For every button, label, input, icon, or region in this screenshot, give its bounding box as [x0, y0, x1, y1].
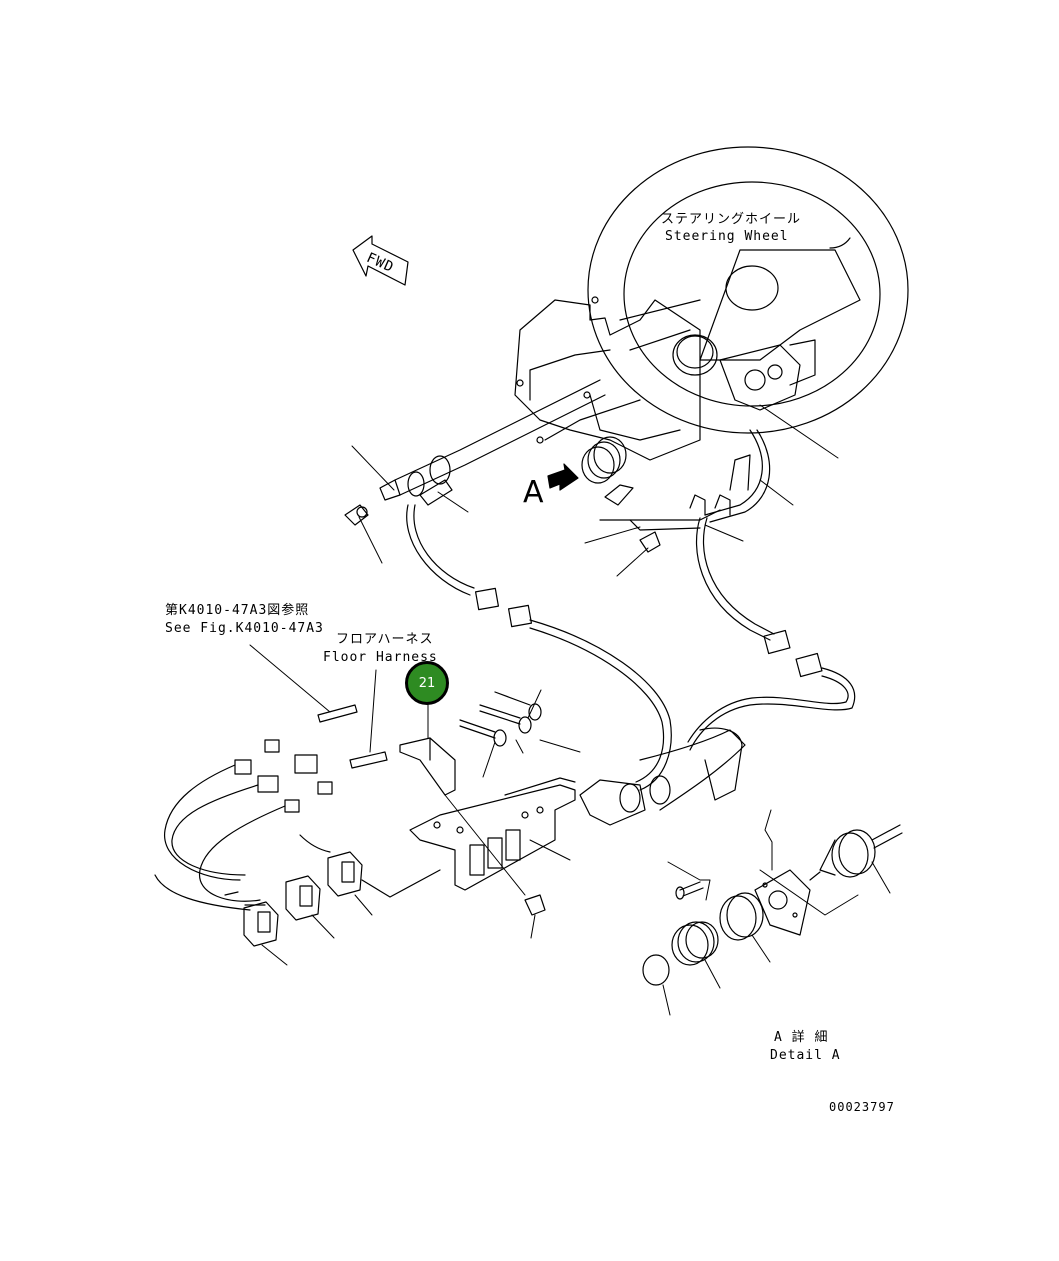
leader-lines: [249, 404, 891, 1016]
left-cable: [406, 504, 672, 791]
switch-bracket: [399, 737, 576, 891]
detail-a-label-jp: A 詳 細: [774, 1030, 829, 1045]
steering-wheel: [587, 146, 909, 434]
view-a-label: A: [523, 475, 544, 510]
fasteners: [344, 504, 704, 916]
right-harness: [599, 429, 856, 751]
drawing-number: 00023797: [829, 1100, 895, 1114]
floor-harness-connector: [579, 727, 746, 826]
fwd-arrow-outline: [352, 235, 409, 286]
see-fig-label-en: See Fig.K4010-47A3: [165, 621, 324, 636]
steering-column: [379, 296, 816, 506]
see-fig-label-jp: 第K4010-47A3図参照: [165, 603, 310, 618]
view-a-arrow: [547, 463, 579, 491]
steering-wheel-label-jp: ステアリングホイール: [661, 212, 802, 227]
floor-harness-label-jp: フロアハーネス: [336, 632, 434, 647]
floor-harness-label-en: Floor Harness: [323, 650, 438, 665]
floor-harness: [154, 704, 441, 947]
callout-21[interactable]: 21: [405, 661, 449, 705]
steering-wheel-label-en: Steering Wheel: [665, 229, 789, 244]
detail-a-label-en: Detail A: [770, 1048, 841, 1063]
detail-a: [642, 824, 903, 986]
